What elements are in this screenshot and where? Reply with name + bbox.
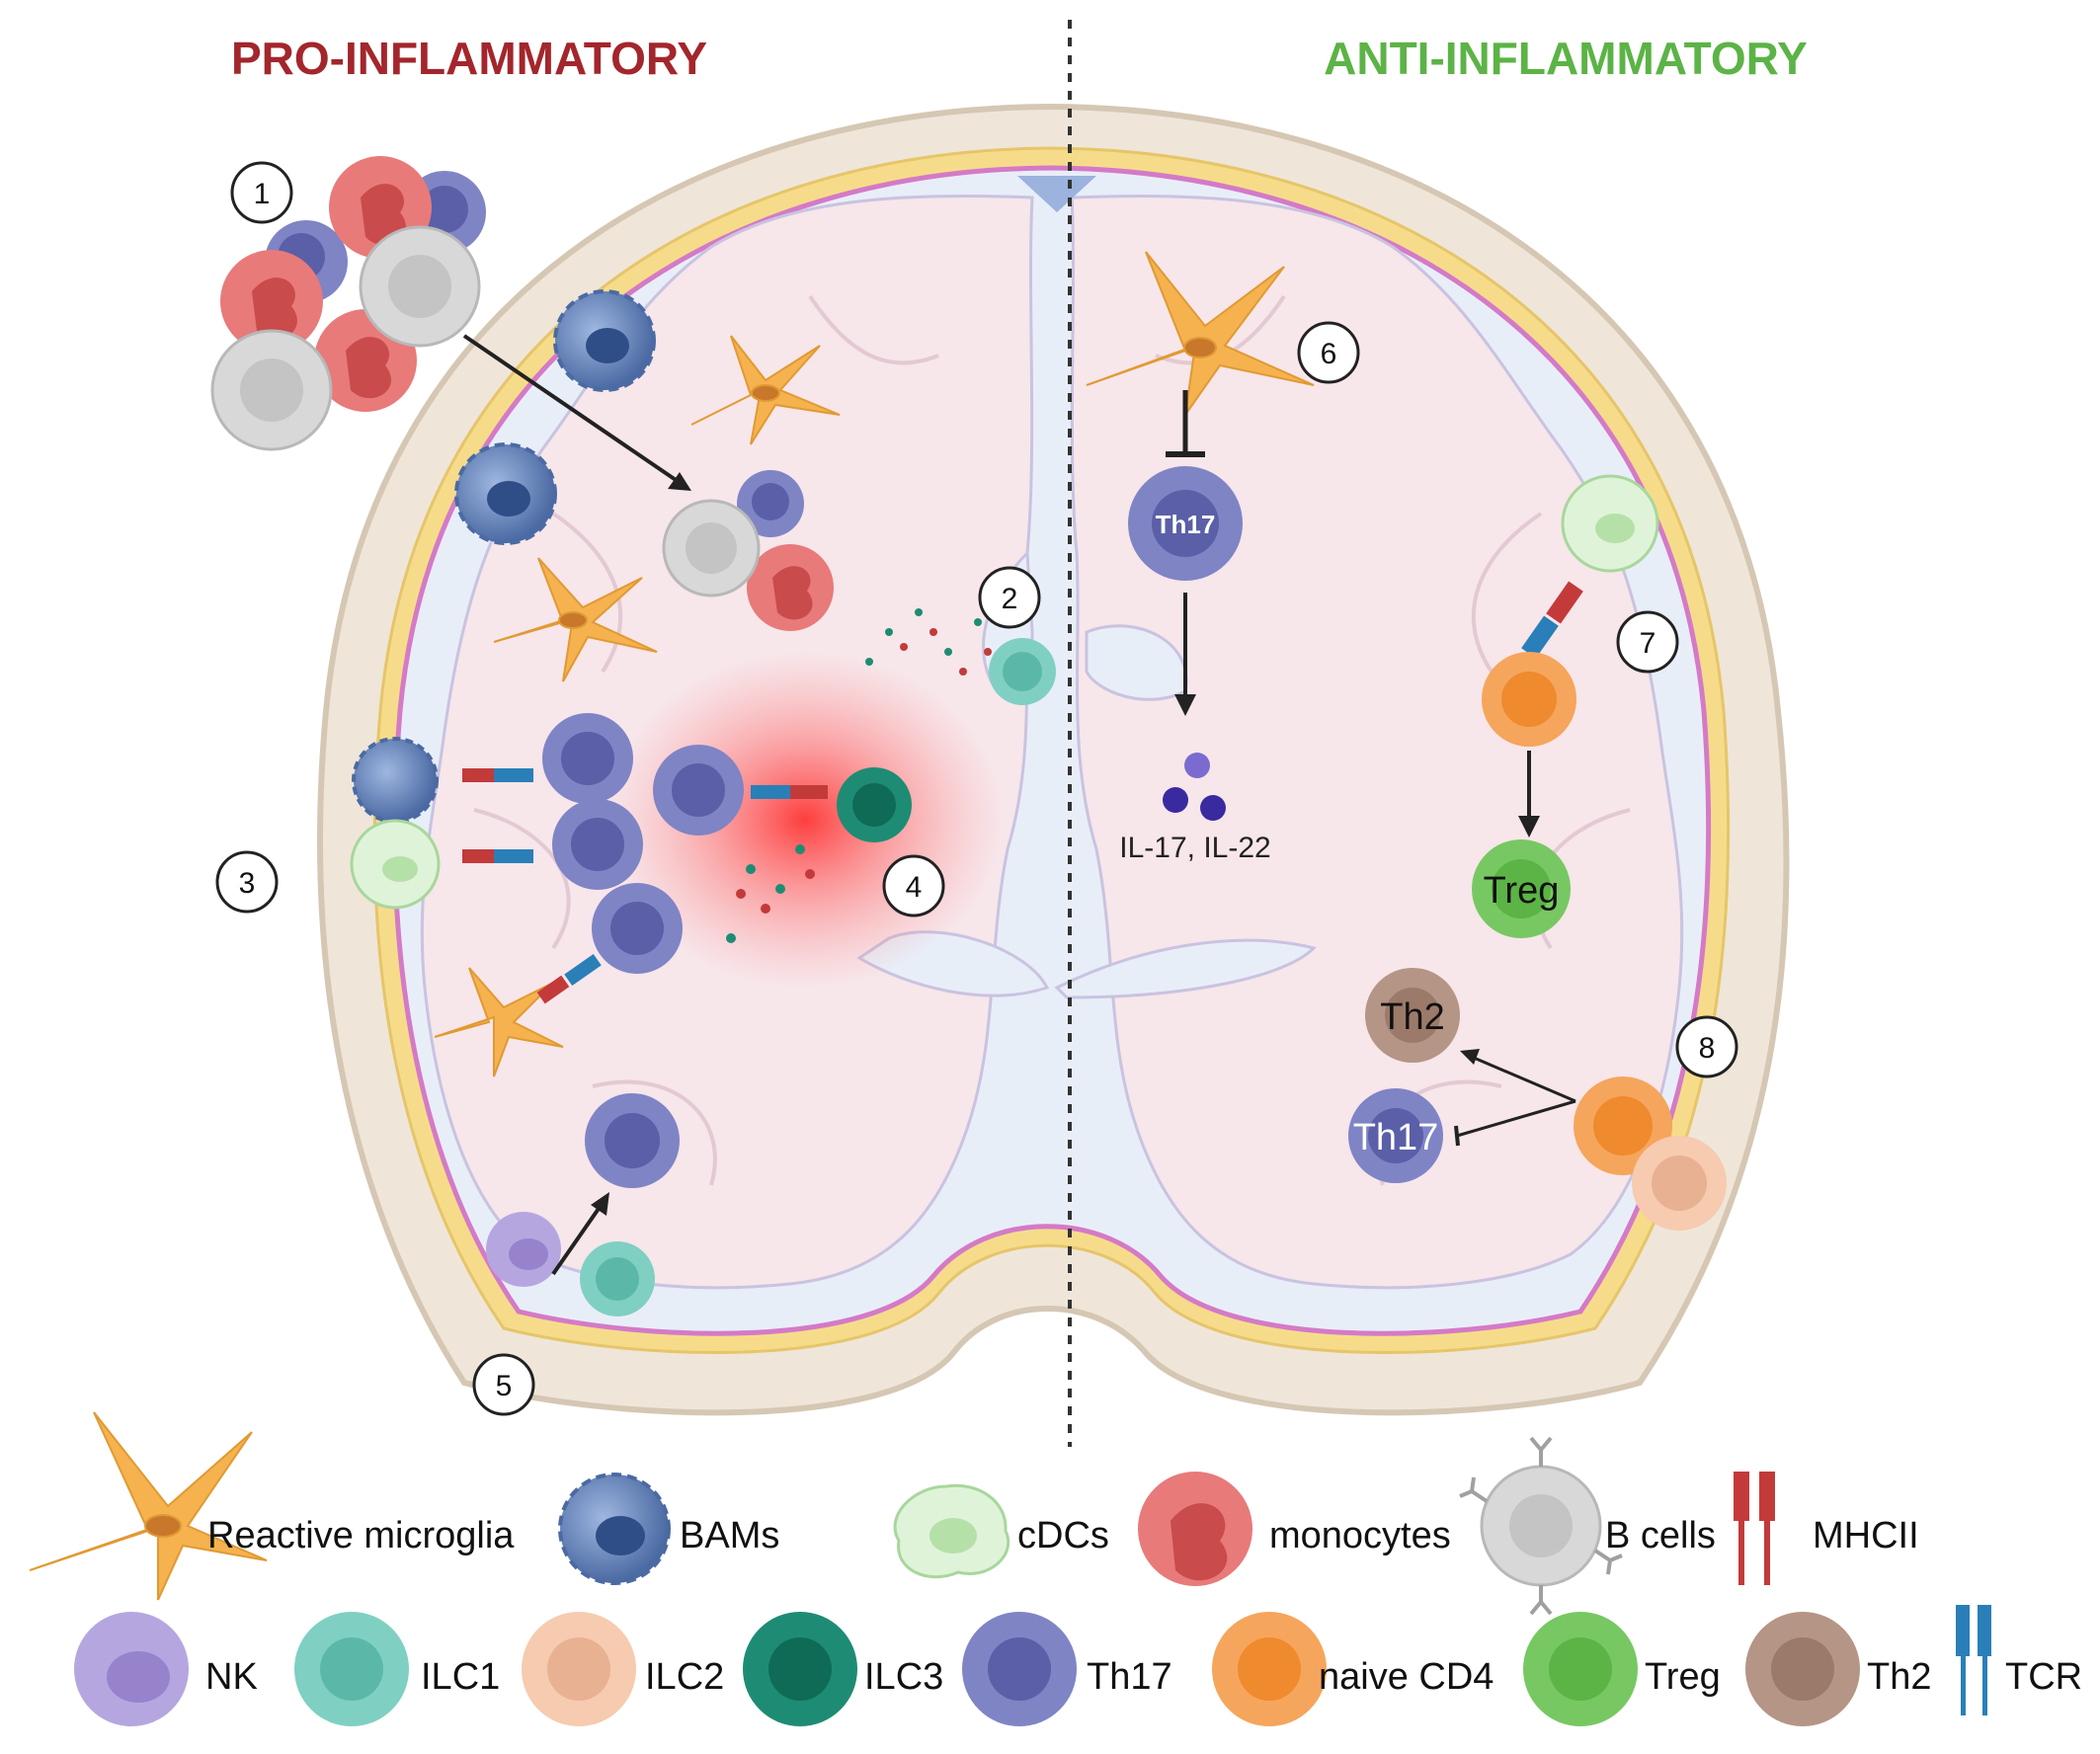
naive-cd4-icon xyxy=(1212,1612,1327,1726)
th17-center-label: Th17 xyxy=(1156,510,1216,539)
th17-lower-cell xyxy=(1348,1088,1443,1183)
cdc-icon xyxy=(893,1483,1010,1579)
step-4-interaction xyxy=(653,745,912,943)
legend-row-1: Reactive microglia BAMs cDCs monocytes xyxy=(29,1411,1919,1616)
th17-center-cell xyxy=(1128,466,1243,581)
cytokine-dots xyxy=(1163,753,1226,821)
treg-cell xyxy=(1472,839,1571,938)
step-8-arrows xyxy=(1456,1053,1576,1138)
arrow-1 xyxy=(462,334,684,486)
th17-inhibit-bar xyxy=(1454,1125,1460,1147)
mhcii-icon xyxy=(1734,1472,1775,1585)
microglia-cell-b xyxy=(493,557,658,682)
legend-label-microglia: Reactive microglia xyxy=(207,1515,515,1556)
step-number-6: 6 xyxy=(1321,338,1337,370)
step-6-microglia xyxy=(1086,251,1315,416)
microglia-cell-a xyxy=(690,335,841,445)
step-markers xyxy=(215,161,1738,1416)
step-3-th17-stack xyxy=(350,713,683,1077)
bam-cell-a xyxy=(553,289,656,392)
legend-label-bams: BAMs xyxy=(680,1515,779,1556)
step-2-ilc1 xyxy=(865,608,1056,705)
microglia-icon xyxy=(29,1411,268,1601)
legend-label-tcr: TCR xyxy=(2005,1656,2082,1698)
superior-sagittal-sinus xyxy=(1017,176,1096,212)
step-number-7: 7 xyxy=(1640,627,1656,660)
step-number-5: 5 xyxy=(496,1370,513,1402)
legend-label-th17: Th17 xyxy=(1087,1656,1172,1698)
nk-icon xyxy=(74,1612,189,1726)
legend-label-treg: Treg xyxy=(1645,1656,1721,1698)
anti-inflammatory-header: ANTI-INFLAMMATORY xyxy=(1324,33,1808,84)
cytokine-label: IL-17, IL-22 xyxy=(1119,832,1270,864)
legend-label-cdcs: cDCs xyxy=(1017,1515,1109,1556)
pro-inflammatory-header: PRO-INFLAMMATORY xyxy=(231,33,707,84)
legend-label-th2: Th2 xyxy=(1867,1656,1931,1698)
th2-icon xyxy=(1745,1612,1860,1726)
th17-lower-label: Th17 xyxy=(1353,1117,1439,1158)
legend-label-monocytes: monocytes xyxy=(1269,1515,1451,1556)
step-7-cdc xyxy=(1521,474,1659,659)
tcr-icon xyxy=(1956,1605,1991,1715)
legend-label-naive-cd4: naive CD4 xyxy=(1319,1656,1494,1698)
ilc1-icon xyxy=(294,1612,409,1726)
step-number-2: 2 xyxy=(1002,583,1018,615)
legend-row-2: NK ILC1 ILC2 ILC3 Th17 naive CD4 xyxy=(74,1605,2082,1726)
target-cluster xyxy=(662,470,834,631)
arrow-1-head xyxy=(668,472,691,491)
right-hemisphere xyxy=(1070,194,1684,1290)
diff-arrow-head xyxy=(1518,816,1540,837)
cluster-1-cells xyxy=(210,156,486,451)
th2-cell xyxy=(1365,968,1460,1063)
step-number-4: 4 xyxy=(906,871,923,904)
step-number-8: 8 xyxy=(1699,1032,1716,1065)
bcell-icon xyxy=(1459,1436,1623,1616)
th2-label: Th2 xyxy=(1380,997,1444,1038)
step-5-cells xyxy=(486,1093,680,1316)
step-number-texts: 1 2 3 4 5 6 7 8 xyxy=(239,178,1716,1402)
legend-label-bcells: B cells xyxy=(1605,1515,1716,1556)
treg-icon xyxy=(1523,1612,1638,1726)
legend-label-nk: NK xyxy=(205,1656,258,1698)
bam-icon xyxy=(558,1473,671,1585)
step-number-1: 1 xyxy=(254,178,271,210)
ilc2-icon xyxy=(522,1612,636,1726)
th2-arrow-head xyxy=(1460,1049,1480,1065)
legend-label-ilc3: ILC3 xyxy=(864,1656,943,1698)
legend-label-ilc1: ILC1 xyxy=(421,1656,500,1698)
legend-label-mhcii: MHCII xyxy=(1813,1515,1919,1556)
ilc3-icon xyxy=(743,1612,857,1726)
treg-label: Treg xyxy=(1484,870,1560,912)
naive-cd4-cell xyxy=(1482,652,1576,747)
bam-cell-b xyxy=(454,442,557,545)
step-8-cells xyxy=(1574,1076,1727,1231)
legend-label-ilc2: ILC2 xyxy=(645,1656,724,1698)
step-number-3: 3 xyxy=(239,867,256,900)
secrete-arrow-head xyxy=(1174,694,1196,716)
th17-icon xyxy=(962,1612,1077,1726)
monocyte-icon xyxy=(1138,1472,1252,1586)
